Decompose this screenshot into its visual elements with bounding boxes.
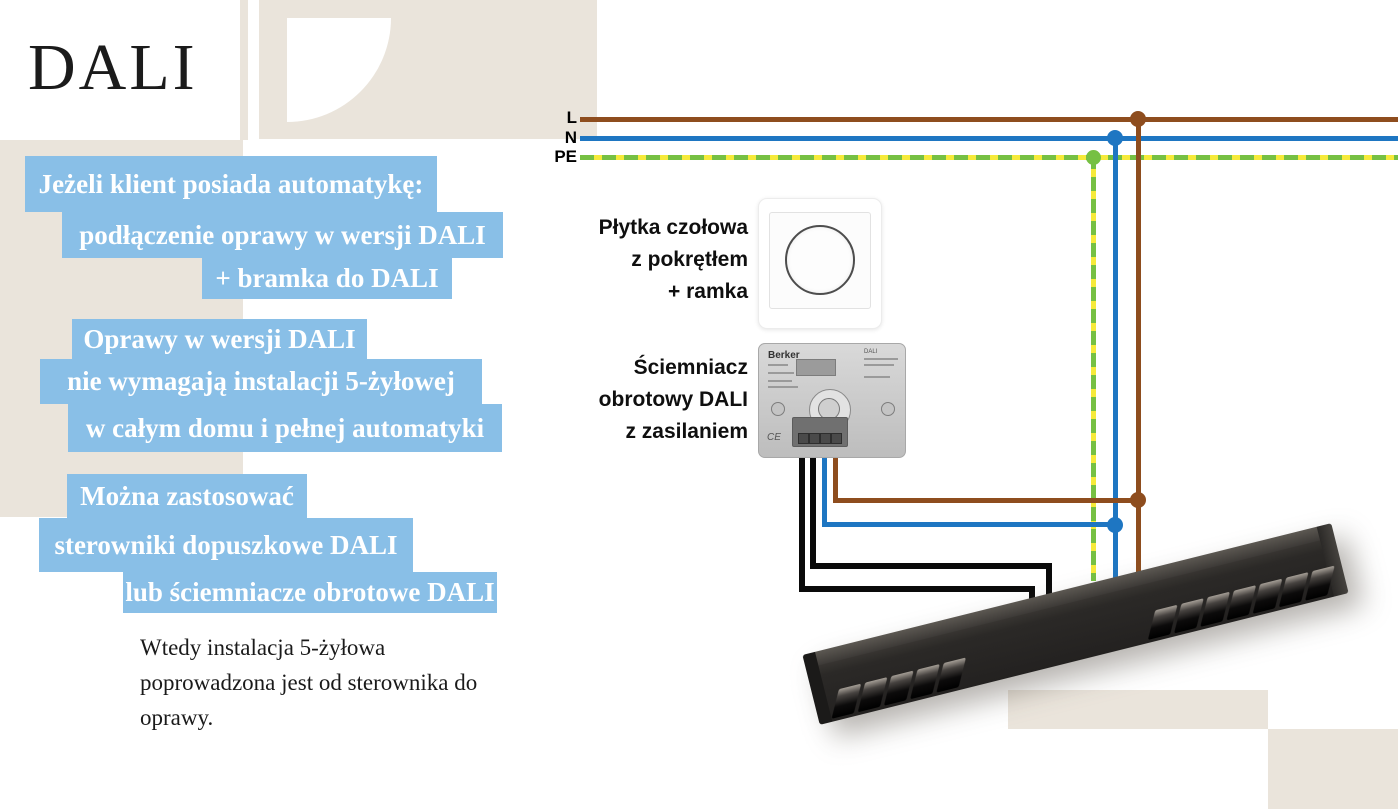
wire-l-vertical [1136,117,1141,572]
dimmer-marking-text: DALI [864,349,878,355]
dimmer-label-line: z zasilaniem [625,420,748,443]
wire-pe-horizontal [580,155,1398,160]
micro-text-line [864,358,898,360]
dali-wire-1-vertical [810,445,816,569]
micro-text-line [768,386,798,388]
micro-text-line [768,372,794,374]
screw-left [771,402,785,416]
note-line: poprowadzona jest od sterownika do [140,670,478,695]
wire-label-l: L [566,108,577,127]
faceplate-label-line: z pokrętłem [631,248,748,271]
wire-label-pe: PE [554,147,577,166]
callout-box: sterowniki dopuszkowe DALI [39,518,413,572]
micro-text-line [864,364,894,366]
screw-right [881,402,895,416]
terminal [820,433,831,444]
dimmer-mechanism-device: Berker DALI CE [758,343,906,458]
louver-cell [936,657,967,693]
dimmer-wire-brown-horizontal [833,498,1141,503]
louver-cell [1305,565,1335,601]
dimmer-display-window [796,359,836,376]
louver-cell [831,683,862,719]
faceplate-label: Płytka czołowa z pokrętłem + ramka [558,212,748,308]
louver-cell [1174,598,1204,634]
louver-cell [857,677,888,713]
callout-box: lub ściemniacze obrotowe DALI [123,572,497,613]
rotary-knob [785,225,855,295]
dimmer-label: Ściemniacz obrotowy DALI z zasilaniem [558,352,748,448]
louver-cell [910,664,940,700]
junction-dot-n-top [1107,130,1123,146]
callout-box: Oprawy w wersji DALI [72,319,367,359]
terminal [809,433,820,444]
junction-dot-l-bottom [1130,492,1146,508]
wire-n-horizontal [580,136,1398,141]
faceplate-label-line: Płytka czołowa [598,216,748,239]
louver-cell [883,670,914,706]
dali-wire-2-vertical [799,445,805,592]
faceplate-label-line: + ramka [668,280,748,303]
callout-box: Można zastosować [67,474,307,518]
louver-cell [1278,572,1309,608]
beige-block-bottom-1 [1008,690,1268,729]
page-title: DALI [28,31,198,104]
wire-label-n: N [564,128,577,147]
callout-box: + bramka do DALI [202,258,452,299]
note-line: Wtedy instalacja 5-żyłowa [140,635,386,660]
dimmer-brand-text: Berker [768,350,800,361]
dimmer-wire-blue-vertical [822,445,827,527]
junction-dot-l-top [1130,111,1146,127]
micro-text-line [768,380,792,382]
louver-cell [1252,578,1283,614]
micro-text-line [864,376,890,378]
callout-box: podłączenie oprawy w wersji DALI [62,212,503,258]
dali-wire-2-horizontal [799,586,1035,592]
wire-pe-vertical [1091,155,1096,581]
wire-l-horizontal [580,117,1398,122]
note-paragraph: Wtedy instalacja 5-żyłowa poprowadzona j… [140,630,540,735]
wire-n-vertical [1113,136,1118,578]
louver-cell [1226,585,1257,621]
faceplate-device [758,198,882,329]
ce-mark: CE [767,432,781,443]
louver-cell [1200,591,1230,627]
junction-dot-pe-top [1086,150,1101,165]
dali-wire-2-drop [1029,586,1035,605]
micro-text-line [768,364,788,366]
dali-wire-1-horizontal [810,563,1052,569]
callout-box: Jeżeli klient posiada automatykę: [25,156,437,212]
terminal [831,433,842,444]
dali-wire-1-drop [1046,563,1052,600]
note-line: oprawy. [140,705,214,730]
dimmer-label-line: Ściemniacz [633,356,748,379]
dimmer-label-line: obrotowy DALI [598,388,748,411]
dimmer-wire-brown-vertical [833,445,838,503]
terminal [798,433,809,444]
beige-block-bottom-2 [1268,729,1398,809]
callout-box: nie wymagają instalacji 5-żyłowej [40,359,482,404]
junction-dot-n-bottom [1107,517,1123,533]
beige-strip [240,0,248,140]
louver-cell [1147,604,1178,640]
dimmer-wire-blue-horizontal [822,522,1118,527]
callout-box: w całym domu i pełnej automatyki [68,404,502,452]
